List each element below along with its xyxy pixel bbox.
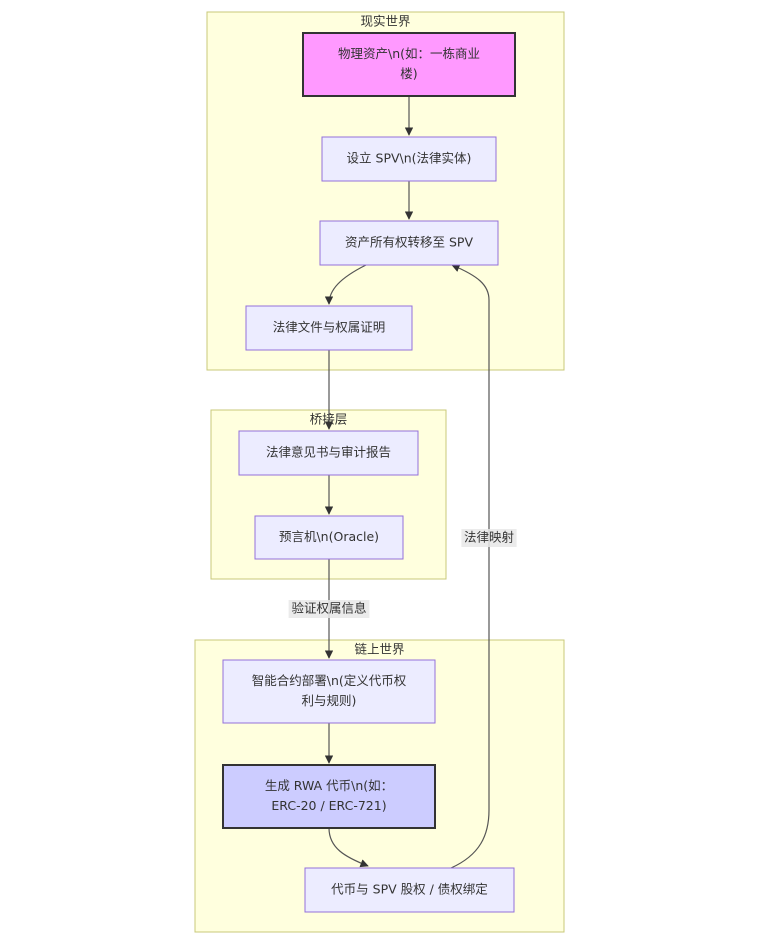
edge-label-f-g: 验证权属信息: [288, 600, 370, 618]
node-box[interactable]: [222, 764, 436, 829]
node-label-line: 资产所有权转移至 SPV: [345, 235, 473, 250]
node-box[interactable]: [254, 515, 404, 560]
node-label-line: 利与规则): [302, 693, 357, 708]
edge-label-background: [461, 529, 517, 547]
node-label-line: 法律文件与权属证明: [273, 320, 386, 335]
edge-i-c: [450, 264, 490, 869]
node-box[interactable]: [302, 32, 516, 97]
edge-label-text: 法律映射: [464, 530, 514, 545]
node-c[interactable]: 资产所有权转移至 SPV: [319, 220, 499, 266]
edge-h-i: [328, 827, 369, 868]
node-label-line: ERC-20 / ERC-721): [271, 798, 386, 813]
node-box[interactable]: [245, 305, 413, 351]
subgraph-title: 链上世界: [354, 642, 405, 657]
edge-label-i-c: 法律映射: [461, 529, 517, 547]
node-label-line: 设立 SPV\n(法律实体): [347, 151, 472, 166]
node-box[interactable]: [319, 220, 499, 266]
node-b[interactable]: 设立 SPV\n(法律实体): [321, 136, 497, 182]
node-label-line: 生成 RWA 代币\n(如：: [265, 778, 393, 793]
node-i[interactable]: 代币与 SPV 股权 / 债权绑定: [304, 867, 515, 913]
node-label-line: 预言机\n(Oracle): [279, 529, 379, 544]
node-label-line: 智能合约部署\n(定义代币权: [252, 673, 407, 688]
node-box[interactable]: [321, 136, 497, 182]
edge-label-background: [288, 600, 370, 618]
node-box[interactable]: [222, 659, 436, 724]
node-box[interactable]: [238, 430, 419, 476]
subgraph-title: 现实世界: [360, 14, 411, 29]
node-e[interactable]: 法律意见书与审计报告: [238, 430, 419, 476]
node-label-line: 物理资产\n(如：一栋商业: [338, 46, 480, 61]
node-f[interactable]: 预言机\n(Oracle): [254, 515, 404, 560]
node-h[interactable]: 生成 RWA 代币\n(如： ERC-20 / ERC-721): [222, 764, 436, 829]
node-label-line: 楼): [400, 66, 417, 81]
node-d[interactable]: 法律文件与权属证明: [245, 305, 413, 351]
node-label-line: 代币与 SPV 股权 / 债权绑定: [331, 882, 488, 897]
edge-label-text: 验证权属信息: [291, 601, 366, 616]
node-label-line: 法律意见书与审计报告: [266, 445, 391, 460]
edge-c-d: [324, 264, 367, 305]
node-box[interactable]: [304, 867, 515, 913]
